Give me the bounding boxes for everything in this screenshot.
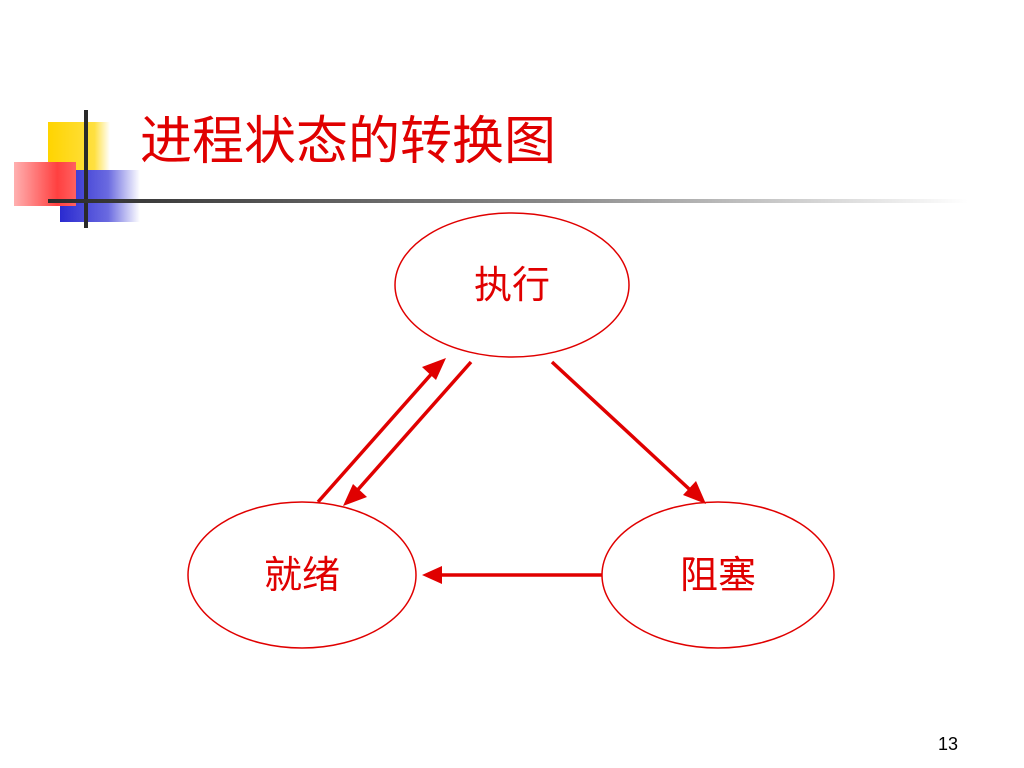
decor-pink-square [14,162,76,206]
decor-vertical-bar [84,110,88,228]
node-ready-ellipse [187,501,417,649]
edge-blocked-to-ready [422,566,602,584]
edge-running-to-ready [343,360,473,506]
page-number: 13 [938,734,959,754]
title-underline [48,199,968,203]
title-decoration [14,110,140,228]
node-blocked-label: 阻塞 [680,553,756,597]
node-running-label: 执行 [474,263,550,307]
node-ready-label: 就绪 [264,553,340,597]
edge-ready-to-running [316,358,446,504]
node-running-ellipse [394,212,630,358]
edge-running-to-blocked [550,360,706,504]
slide-title: 进程状态的转换图 [140,112,557,172]
